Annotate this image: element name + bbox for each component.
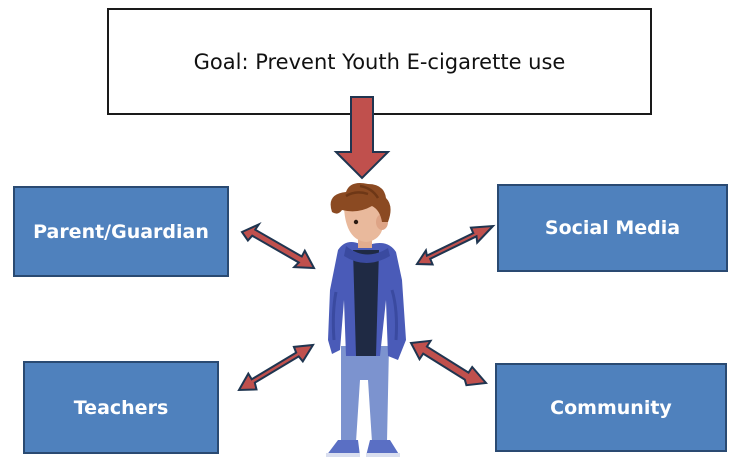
goal-down-arrow [333, 96, 391, 180]
community-youth-arrow [409, 339, 488, 387]
teachers-box: Teachers [23, 361, 219, 454]
goal-text: Goal: Prevent Youth E-cigarette use [193, 49, 566, 74]
community-box: Community [495, 363, 727, 452]
parent-youth-arrow [240, 222, 316, 270]
social-media-label: Social Media [544, 217, 681, 239]
social-media-box: Social Media [497, 184, 728, 272]
teachers-youth-arrow [237, 343, 315, 392]
teachers-label: Teachers [73, 396, 169, 419]
community-label: Community [550, 396, 672, 419]
parent-guardian-box: Parent/Guardian [13, 186, 229, 277]
social-youth-arrow [415, 224, 496, 266]
parent-guardian-label: Parent/Guardian [33, 220, 209, 243]
youth-person-icon [326, 183, 406, 457]
goal-box: Goal: Prevent Youth E-cigarette use [107, 8, 652, 115]
